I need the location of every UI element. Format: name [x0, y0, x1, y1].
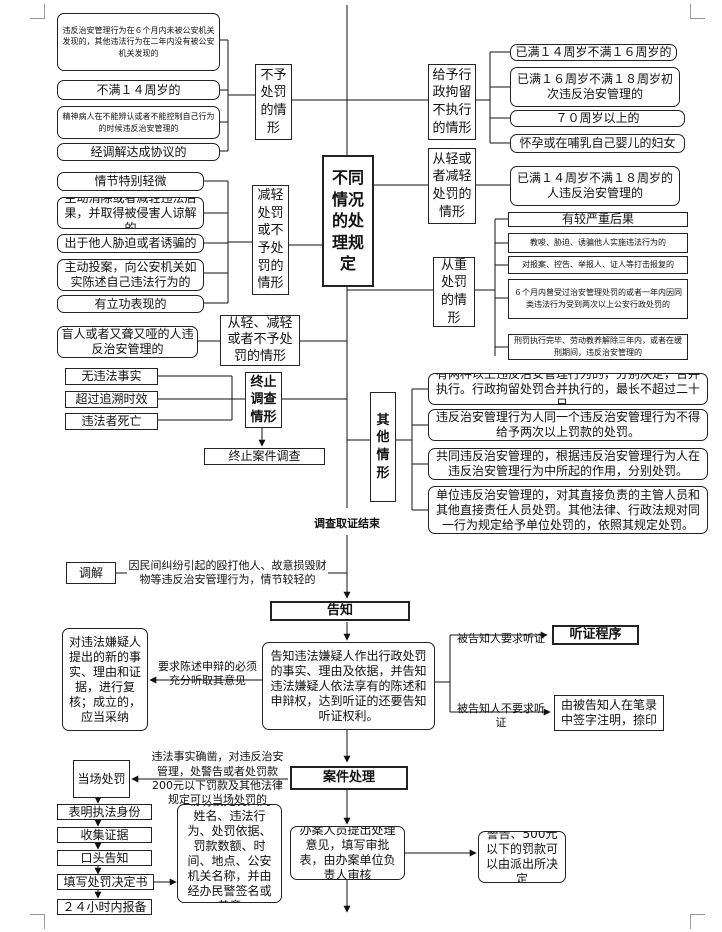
- onsite-condition: 违法事实确凿，对违反治安管理，处警告或者处罚款200元以下罚款及其他法律规定可以…: [151, 750, 284, 807]
- detention-exempt-item-3: ７０周岁以上的: [510, 110, 685, 127]
- onsite-step-5: ２４小时内报备: [57, 899, 152, 915]
- notify-content: 告知违法嫌疑人作出行政处罚的事实、理由及依据，并告知违法嫌疑人依法享有的陈述和申…: [262, 642, 435, 730]
- mediation-condition: 因民间纠纷引起的殴打他人、故意损毁财物等违反治安管理行为，情节较轻的: [128, 558, 327, 586]
- review-box: 对违法嫌疑人提出的新的事实、理由和证据，进行复核；成立的，应当采纳: [62, 628, 148, 731]
- case-handling-box: 案件处理: [290, 766, 408, 790]
- onsite-step-4: 填写处罚决定书: [57, 874, 154, 890]
- decision-content: 载明被处罚人的姓名、违法行为、处罚依据、罚款数额、时间、地点、公安机关名称，并由…: [177, 804, 282, 903]
- no-penalty-item-1: 违反治安管理行为在６个月内未被公安机关发现的，其他违法行为在二年内没有被公安机关…: [57, 13, 220, 71]
- detention-exempt-item-2: 已满１６周岁不满１８周岁初次违反治安管理的: [510, 67, 680, 107]
- heavier-item-1: 有较严重后果: [508, 212, 688, 227]
- reduced-label: 减轻处罚或不予处罚的情形: [252, 185, 289, 295]
- onsite-step-1: 表明执法身份: [57, 804, 152, 820]
- reduced2-item: 盲人或者又聋又哑的人违反治安管理的: [57, 326, 198, 358]
- corner-mark-tr: [690, 4, 705, 19]
- no-penalty-item-4: 经调解达成协议的: [57, 143, 220, 161]
- officer-review: 办案人员提出处理意见，填写审批表，由办案单位负责人审核: [290, 826, 405, 880]
- no-penalty-item-2: 不满１４周岁的: [57, 80, 220, 100]
- heavier-item-2: 教唆、胁迫、诱骗他人实施违法行为的: [508, 233, 688, 253]
- reduced-item-3: 出于他人胁迫或者诱骗的: [57, 234, 204, 253]
- termination-item-3: 违法者死亡: [65, 413, 158, 430]
- onsite-penalty: 当场处罚: [73, 760, 130, 798]
- heavier-label: 从重处罚的情形: [433, 257, 475, 327]
- no-hearing-result: 由被告知人在笔录中签字注明，捺印: [554, 695, 664, 731]
- page-title: 不同情况的处理规定: [322, 155, 374, 287]
- other-item-3: 共同违反治安管理的，根据违反治安管理行为人在违反治安管理行为中所起的作用，分别处…: [428, 448, 708, 480]
- no-hearing-label: 被告知人不要求听证: [457, 701, 545, 729]
- termination-label: 终止调查情形: [245, 372, 282, 428]
- listen-requirement: 要求陈述申辩的必须充分听取其意见: [158, 659, 257, 687]
- corner-mark-br: [690, 914, 705, 929]
- no-penalty-label: 不予处罚的情形: [255, 64, 292, 140]
- termination-result: 终止案件调查: [204, 448, 325, 465]
- termination-item-1: 无违法事实: [65, 368, 158, 385]
- notify-box: 告知: [270, 601, 410, 621]
- detention-exempt-item-1: 已满１４周岁不满１６周岁的: [510, 44, 677, 61]
- other-item-2: 违反治安管理行为人同一个违反治安管理行为不得给予两次以上罚款的处罚。: [428, 409, 708, 441]
- lighter-item: 已满１４周岁不满１８周岁的人违反治安管理的: [510, 166, 680, 206]
- detention-exempt-item-4: 怀孕或在哺乳自己婴儿的妇女: [510, 134, 685, 153]
- other-item-1: 有两种以上违反治安管理行为的，分别决定，合并执行。行政拘留处罚合并执行的，最长不…: [428, 373, 708, 405]
- other-label: 其他情形: [370, 392, 396, 502]
- termination-item-2: 超过追溯时效: [65, 391, 158, 408]
- hearing-procedure: 听证程序: [552, 625, 639, 645]
- onsite-step-3: 口头告知: [57, 850, 152, 866]
- reduced-item-2: 主动消除或者减轻违法后果，并取得被侵害人谅解的: [57, 197, 204, 229]
- corner-mark-tl: [30, 4, 45, 19]
- reduced-item-1: 情节特别轻微: [57, 172, 204, 191]
- heavier-item-5: 刑罚执行完毕、劳动教养解除三年内，或者在缓刑期间，违反治安管理的: [508, 334, 688, 360]
- lighter-label: 从轻或者减轻处罚的情形: [428, 148, 476, 224]
- mediation-box: 调解: [66, 562, 116, 584]
- station-decide: 警告、500元以下的罚款可以由派出所决定: [478, 831, 566, 883]
- heavier-item-3: 对报案、控告、举报人、证人等打击报复的: [508, 256, 688, 274]
- onsite-step-2: 收集证据: [57, 827, 152, 843]
- req-hearing-label: 被告知人要求听证: [457, 631, 545, 645]
- no-penalty-item-3: 精神病人在不能辨认或者不能控制自己行为的时候违反治安管理的: [57, 106, 220, 139]
- heavier-item-4: ６个月内曾受过治安管理处罚的或者一年内因同类违法行为受到两次以上公安行政处罚的: [508, 279, 688, 319]
- reduced-item-5: 有立功表现的: [57, 295, 204, 313]
- investigation-end-label: 调查取证结束: [314, 516, 380, 530]
- other-item-4: 单位违反治安管理的，对其直接负责的主管人员和其他直接责任人员处罚。其他法律、行政…: [428, 486, 708, 534]
- corner-mark-bl: [30, 914, 45, 929]
- reduced2-label: 从轻、减轻或者不予处罚的情形: [220, 315, 300, 366]
- detention-exempt-label: 给予行政拘留不执行的情形: [428, 64, 476, 140]
- reduced-item-4: 主动投案，向公安机关如实陈述自己违法行为的: [57, 259, 204, 291]
